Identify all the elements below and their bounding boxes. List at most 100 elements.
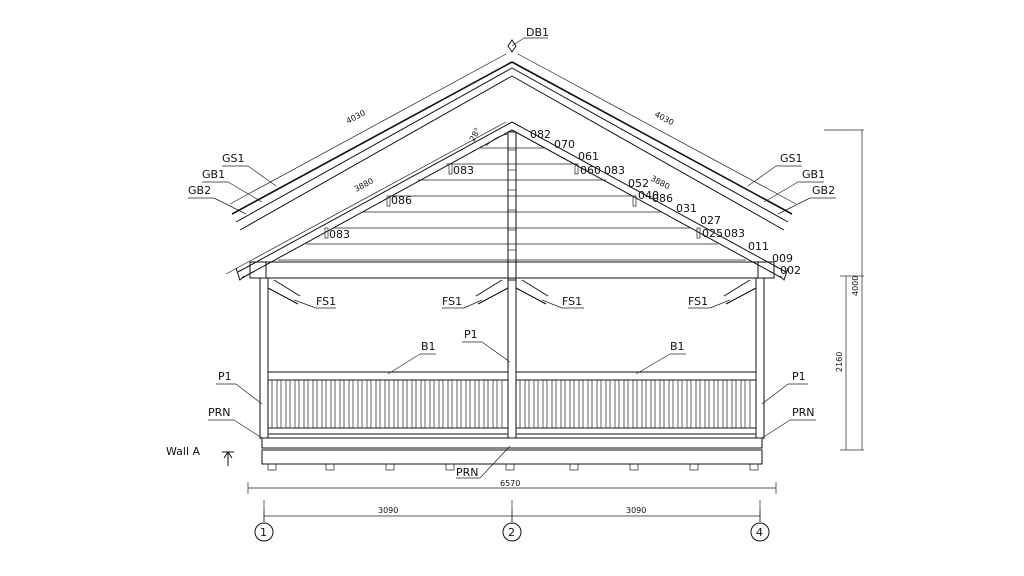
baluster <box>537 379 544 429</box>
overall-width-dim: 6570 <box>500 479 520 488</box>
post-center <box>507 277 517 439</box>
baluster <box>487 379 494 429</box>
p1-right-label: P1 <box>792 370 806 383</box>
baluster <box>627 379 634 429</box>
baluster <box>451 379 458 429</box>
footing <box>267 463 277 471</box>
code-070: 070 <box>554 138 575 151</box>
gb1-right-label: GB1 <box>802 168 825 181</box>
baluster <box>618 379 625 429</box>
baluster <box>708 379 715 429</box>
baluster <box>609 379 616 429</box>
baluster <box>307 379 314 429</box>
baluster <box>289 379 296 429</box>
ridge-label: DB1 <box>526 26 549 39</box>
baluster <box>352 379 359 429</box>
baluster <box>478 379 485 429</box>
prn-center-label: PRN <box>456 466 479 479</box>
baluster <box>546 379 553 429</box>
code-009: 009 <box>772 252 793 265</box>
baluster <box>663 379 670 429</box>
baluster <box>564 379 571 429</box>
footing <box>749 463 759 471</box>
prn-right-label: PRN <box>792 406 815 419</box>
code-002: 002 <box>780 264 801 277</box>
p1-center-label: P1 <box>464 328 478 341</box>
baluster <box>681 379 688 429</box>
code-086-right: 086 <box>652 192 673 205</box>
code-083-left-top: 083 <box>453 164 474 177</box>
wall-height-dim: 2160 <box>835 352 844 372</box>
baluster <box>672 379 679 429</box>
gb2-right-label: GB2 <box>812 184 835 197</box>
code-083-right-low: 083 <box>724 227 745 240</box>
gb1-left-label: GB1 <box>202 168 225 181</box>
footing <box>569 463 579 471</box>
code-060: 060 <box>580 164 601 177</box>
baluster <box>555 379 562 429</box>
baluster <box>573 379 580 429</box>
code-040: 040 <box>638 189 659 202</box>
footing <box>689 463 699 471</box>
baluster <box>519 379 526 429</box>
baluster <box>645 379 652 429</box>
prn-left-label: PRN <box>208 406 231 419</box>
p1-left-label: P1 <box>218 370 232 383</box>
baluster <box>654 379 661 429</box>
footing <box>325 463 335 471</box>
baluster <box>379 379 386 429</box>
roof-left-dim: 4030 <box>345 108 367 126</box>
rafter-left-dim: 3880 <box>353 176 375 194</box>
gs1-right-label: GS1 <box>780 152 803 165</box>
gable-boarding <box>278 131 746 281</box>
fs1-label-c: FS1 <box>562 295 582 308</box>
code-086-left: 086 <box>391 194 412 207</box>
code-082: 082 <box>530 128 551 141</box>
baluster <box>744 379 751 429</box>
gs1-left-label: GS1 <box>222 152 245 165</box>
baluster <box>591 379 598 429</box>
baluster <box>469 379 476 429</box>
baluster <box>496 379 503 429</box>
code-052: 052 <box>628 177 649 190</box>
code-027: 027 <box>700 214 721 227</box>
baluster <box>334 379 341 429</box>
baluster <box>424 379 431 429</box>
baluster <box>397 379 404 429</box>
fs1-label-a: FS1 <box>316 295 336 308</box>
baluster <box>316 379 323 429</box>
baluster <box>325 379 332 429</box>
post-left <box>259 277 269 439</box>
baluster <box>343 379 350 429</box>
code-031: 031 <box>676 202 697 215</box>
baluster <box>415 379 422 429</box>
baluster <box>735 379 742 429</box>
code-011: 011 <box>748 240 769 253</box>
baluster <box>370 379 377 429</box>
baluster <box>271 379 278 429</box>
baluster <box>298 379 305 429</box>
baluster <box>460 379 467 429</box>
baluster <box>361 379 368 429</box>
baluster <box>717 379 724 429</box>
code-083-right-top: 083 <box>604 164 625 177</box>
footing <box>445 463 455 471</box>
grid-axis-2: 2 <box>508 526 515 539</box>
footing <box>629 463 639 471</box>
baluster <box>582 379 589 429</box>
frame <box>249 261 775 471</box>
baluster <box>699 379 706 429</box>
fs1-label-b: FS1 <box>442 295 462 308</box>
balusters <box>271 379 751 429</box>
baluster <box>636 379 643 429</box>
wall-label: Wall A <box>166 445 201 458</box>
baluster <box>406 379 413 429</box>
annotations: DB1 GS1 GB1 GB2 GS1 GB1 GB2 28° 082 070 … <box>166 26 864 542</box>
baluster <box>433 379 440 429</box>
roof-right-dim: 4030 <box>653 110 675 128</box>
post-right <box>755 277 765 439</box>
footing <box>385 463 395 471</box>
baluster <box>528 379 535 429</box>
code-025: 025 <box>702 227 723 240</box>
baluster <box>388 379 395 429</box>
